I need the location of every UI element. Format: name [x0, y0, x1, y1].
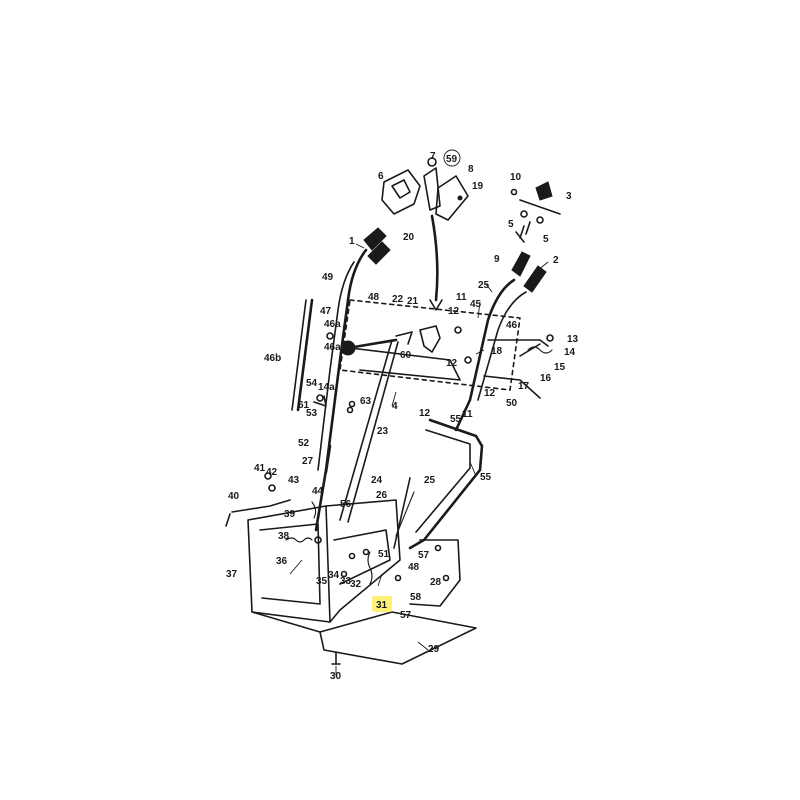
callout-58: 58 [410, 592, 422, 603]
callout-12b: 12 [446, 358, 458, 369]
callout-10: 10 [510, 172, 522, 183]
callout-24: 24 [371, 475, 383, 486]
callout-59-ring [443, 149, 461, 167]
callout-14: 14 [564, 347, 576, 358]
callout-52: 52 [298, 438, 310, 449]
top-control-bracket [381, 157, 469, 221]
callout-57a: 57 [418, 550, 430, 561]
callout-25a: 25 [478, 280, 490, 291]
callout-12d: 12 [419, 408, 431, 419]
callout-11a: 11 [456, 292, 467, 303]
callout-55a: 55 [450, 414, 462, 425]
callout-21: 21 [407, 296, 419, 307]
callout-46b: 46b [264, 353, 281, 364]
control-cable [429, 214, 443, 311]
callout-60: 60 [400, 350, 412, 361]
callout-43: 43 [288, 475, 300, 486]
callout-13: 13 [567, 334, 579, 345]
callout-46a-second: 46a [324, 342, 341, 353]
callout-32: 32 [350, 579, 362, 590]
control-panel [326, 299, 521, 391]
callout-22: 22 [392, 294, 404, 305]
callout-53: 53 [306, 408, 318, 419]
callout-labels: 1 2 3 4 5 5 6 7 8 9 10 11 11 12 12 12 12… [226, 151, 579, 682]
callout-37: 37 [226, 569, 238, 580]
center-housing [325, 499, 401, 623]
callout-56: 56 [340, 499, 352, 510]
callout-47: 47 [320, 306, 332, 317]
callout-27: 27 [302, 456, 314, 467]
callout-31: 31 [376, 600, 388, 611]
callout-38: 38 [278, 531, 290, 542]
callout-46: 46 [506, 320, 518, 331]
callout-30: 30 [330, 671, 342, 682]
callout-7: 7 [430, 151, 436, 162]
callout-59: 59 [446, 154, 458, 165]
callout-29: 29 [428, 644, 440, 655]
callout-48a: 48 [368, 292, 380, 303]
callout-3: 3 [566, 191, 572, 202]
callout-57b: 57 [400, 610, 412, 621]
callout-20: 20 [403, 232, 415, 243]
rear-plate [247, 505, 331, 623]
callout-2: 2 [553, 255, 559, 266]
right-control-lever [510, 181, 561, 243]
callout-14a: 14a [318, 382, 335, 393]
callout-17: 17 [518, 381, 530, 392]
callout-51: 51 [378, 549, 390, 560]
small-hardware-left [313, 394, 356, 414]
callout-18: 18 [491, 346, 503, 357]
callout-26: 26 [376, 490, 388, 501]
callout-45: 45 [470, 299, 482, 310]
callout-33: 33 [340, 576, 352, 587]
side-bracket [409, 539, 461, 607]
callout-61: 61 [298, 400, 310, 411]
callout-49: 49 [322, 272, 334, 283]
side-rod-46b [291, 298, 314, 412]
callout-36: 36 [276, 556, 288, 567]
callout-46a: 46a [324, 319, 341, 330]
callout-44: 44 [312, 486, 324, 497]
callout-42: 42 [266, 467, 278, 478]
callout-8: 8 [468, 164, 474, 175]
callout-50: 50 [506, 398, 518, 409]
callout-48b: 48 [408, 562, 420, 573]
callout-55b: 55 [480, 472, 492, 483]
callout-23: 23 [377, 426, 389, 437]
callout-5a: 5 [508, 219, 514, 230]
bolt-30 [331, 651, 341, 665]
callout-34: 34 [328, 570, 340, 581]
callout-41: 41 [254, 463, 266, 474]
callout-63: 63 [360, 396, 372, 407]
callout-5b: 5 [543, 234, 549, 245]
callout-25b: 25 [424, 475, 436, 486]
callout-12c: 12 [484, 388, 496, 399]
callout-1: 1 [349, 236, 355, 247]
rod-40 [225, 499, 291, 527]
callout-6: 6 [378, 171, 384, 182]
callout-31-highlight [372, 596, 392, 612]
right-handle [454, 251, 547, 432]
callout-40: 40 [228, 491, 240, 502]
base-plate [251, 611, 477, 665]
callout-28: 28 [430, 577, 442, 588]
leader-lines [289, 243, 549, 676]
callout-4: 4 [392, 401, 398, 412]
upper-frame [408, 418, 484, 550]
callout-39: 39 [284, 509, 296, 520]
callout-11b: 11 [462, 409, 473, 420]
callout-15: 15 [554, 362, 566, 373]
hardware-lower [264, 472, 402, 582]
callout-16: 16 [540, 373, 552, 384]
springs [285, 491, 415, 585]
callout-35: 35 [316, 576, 328, 587]
callout-9: 9 [494, 254, 500, 265]
callout-19: 19 [472, 181, 484, 192]
callout-12a: 12 [448, 306, 460, 317]
control-rods [324, 339, 411, 549]
right-side-linkage [483, 334, 554, 399]
callout-54: 54 [306, 378, 318, 389]
